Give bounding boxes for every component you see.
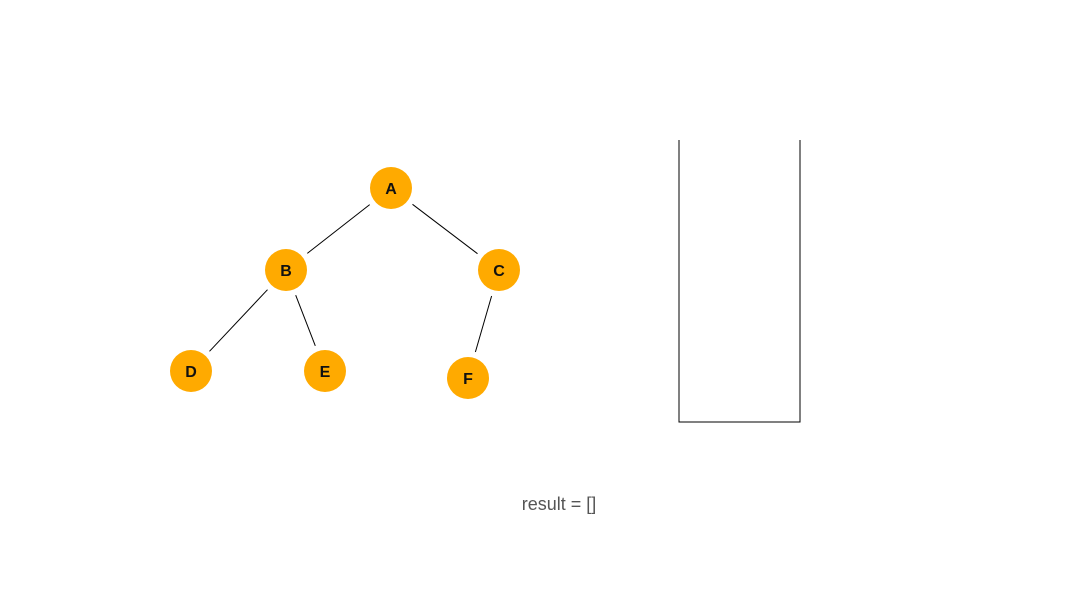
result-label: result = [] — [521, 494, 597, 514]
tree-node-a: A — [370, 167, 412, 209]
edge-c-f — [474, 295, 493, 353]
tree-edges — [209, 203, 493, 353]
edge-a-c — [412, 203, 478, 255]
node-label: B — [280, 263, 292, 280]
node-circle — [170, 350, 212, 392]
node-label: F — [463, 371, 473, 388]
node-circle — [370, 167, 412, 209]
tree-node-c: C — [478, 249, 520, 291]
node-label: E — [320, 364, 331, 381]
node-label: A — [385, 181, 397, 198]
edge-b-e — [295, 295, 316, 346]
tree-node-f: F — [447, 357, 489, 399]
node-circle — [304, 350, 346, 392]
tree-node-b: B — [265, 249, 307, 291]
edge-b-d — [209, 289, 268, 352]
node-circle — [478, 249, 520, 291]
edge-a-b — [306, 204, 371, 254]
node-label: D — [185, 364, 197, 381]
node-circle — [447, 357, 489, 399]
node-circle — [265, 249, 307, 291]
tree-nodes: A B C D E F — [170, 167, 520, 399]
tree-node-d: D — [170, 350, 212, 392]
stack-container — [678, 140, 801, 423]
node-label: C — [493, 263, 505, 280]
tree-node-e: E — [304, 350, 346, 392]
